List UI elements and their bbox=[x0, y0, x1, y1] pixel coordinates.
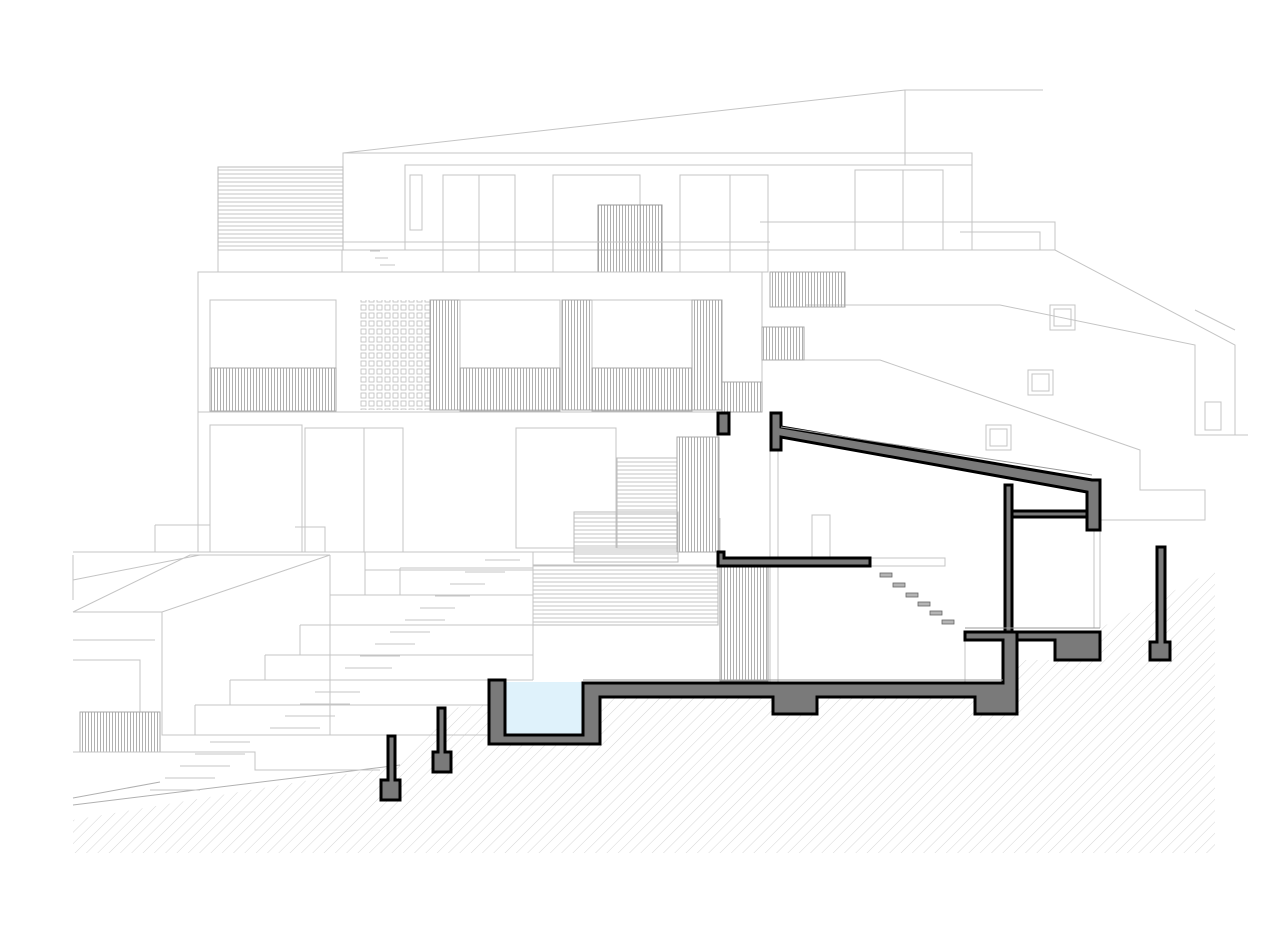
section-cut bbox=[379, 411, 1172, 802]
ground-hatch bbox=[73, 570, 1215, 853]
ground-line bbox=[72, 764, 401, 806]
top-windows bbox=[409, 169, 944, 273]
louvre-panel bbox=[217, 166, 344, 251]
pool-water bbox=[505, 682, 583, 734]
background-elevation bbox=[72, 89, 1248, 791]
floating-stair-treads bbox=[879, 572, 955, 625]
